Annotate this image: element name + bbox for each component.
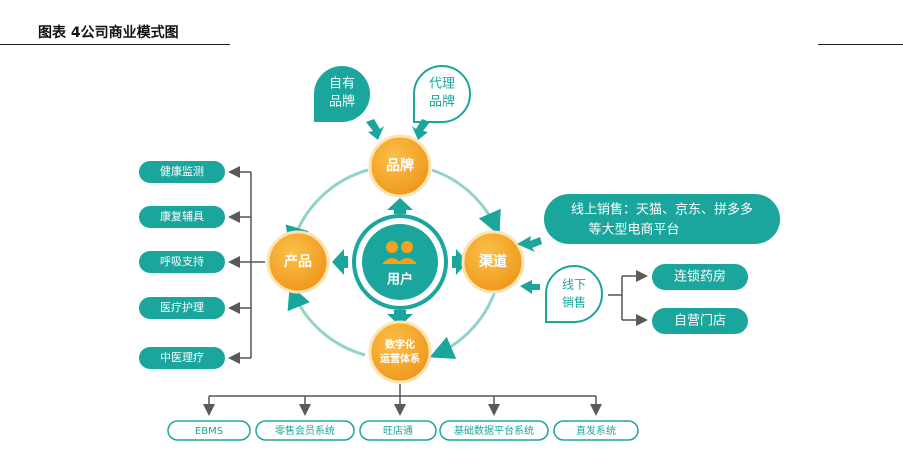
system-item: 零售会员系统 <box>275 424 335 437</box>
system-item: 直发系统 <box>576 424 616 437</box>
product-hub: 产品 <box>266 230 330 294</box>
svg-text:品牌: 品牌 <box>329 94 355 110</box>
header-rule-left <box>0 44 230 45</box>
product-category: 医疗护理 <box>160 300 204 314</box>
svg-text:线上销售：天猫、京东、拼多多: 线上销售：天猫、京东、拼多多 <box>571 202 753 218</box>
channel-hub: 渠道 <box>461 230 525 294</box>
svg-text:品牌: 品牌 <box>386 157 414 174</box>
system-item: 旺店通 <box>383 424 413 437</box>
product-category: 康复辅具 <box>160 209 204 223</box>
header-rule-right <box>818 44 903 45</box>
svg-text:销售: 销售 <box>562 295 586 310</box>
system-item: EBMS <box>195 426 223 437</box>
offline-bracket <box>608 270 648 326</box>
user-icon <box>386 241 398 253</box>
own-brand-node: 自有 品牌 <box>314 66 370 122</box>
product-category: 中医理疗 <box>160 350 204 364</box>
center-arrows <box>332 198 468 326</box>
product-bracket <box>228 166 265 364</box>
svg-text:代理: 代理 <box>429 77 455 92</box>
svg-text:运营体系: 运营体系 <box>380 352 420 365</box>
offline-channel-node: 线下 销售 <box>520 265 603 323</box>
systems-bracket <box>203 384 602 416</box>
system-item: 基础数据平台系统 <box>454 424 534 437</box>
user-label: 用户 <box>386 272 413 288</box>
brand-hub: 品牌 <box>368 134 432 198</box>
svg-text:自有: 自有 <box>329 77 355 92</box>
online-channel-node: 线上销售：天猫、京东、拼多多 等大型电商平台 <box>517 194 780 252</box>
product-category: 呼吸支持 <box>160 254 204 268</box>
figure-title: 图表 4公司商业模式图 <box>38 25 179 41</box>
svg-text:数字化: 数字化 <box>385 338 415 351</box>
svg-text:线下: 线下 <box>562 278 586 292</box>
svg-text:品牌: 品牌 <box>429 94 455 110</box>
digital-ops-hub: 数字化 运营体系 <box>368 320 432 384</box>
product-category: 健康监测 <box>160 164 204 178</box>
brand-type-arrows <box>366 119 430 140</box>
svg-text:渠道: 渠道 <box>478 253 507 270</box>
systems-list: EBMS 零售会员系统 旺店通 基础数据平台系统 直发系统 <box>167 420 639 441</box>
product-category-list: 健康监测 康复辅具 呼吸支持 医疗护理 中医理疗 <box>139 161 225 369</box>
offline-options: 连锁药房 自营门店 <box>652 264 748 334</box>
offline-option: 自营门店 <box>674 314 726 329</box>
user-node: 用户 <box>352 214 448 310</box>
svg-text:产品: 产品 <box>284 253 312 270</box>
agent-brand-node: 代理 品牌 <box>413 65 471 123</box>
svg-text:等大型电商平台: 等大型电商平台 <box>588 222 679 238</box>
offline-option: 连锁药房 <box>674 269 726 285</box>
